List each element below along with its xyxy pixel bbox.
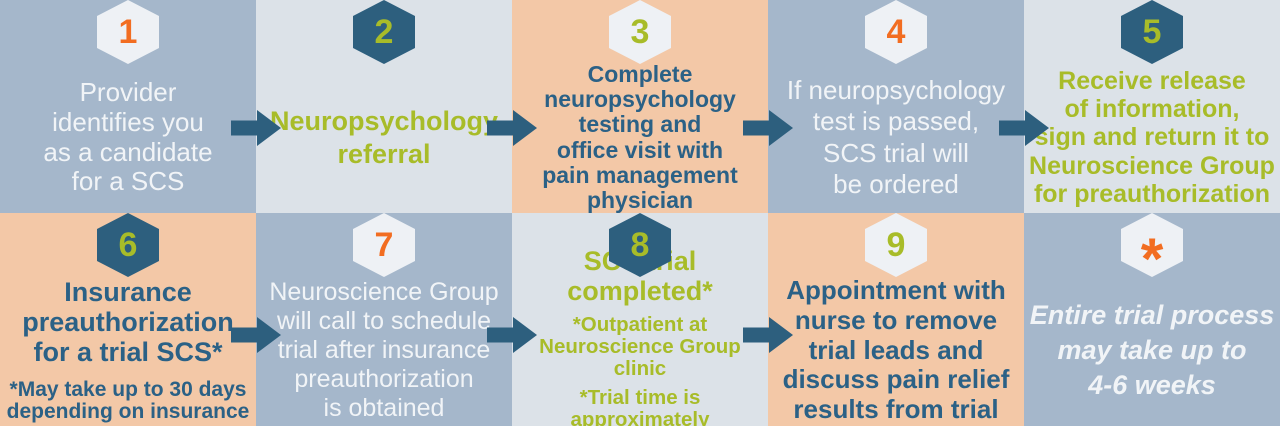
step-5-number: 5 [1142, 13, 1162, 51]
step-4-hexagon: 4 [865, 0, 927, 64]
step-4-number: 4 [886, 13, 906, 51]
step-3-number: 3 [630, 13, 650, 51]
asterisk-icon: * [1140, 227, 1164, 292]
step-2-hexagon: 2 [353, 0, 415, 64]
step-5-hexagon: 5 [1121, 0, 1183, 64]
step-8-number: 8 [630, 226, 650, 264]
step-asterisk-hexagon: * [1121, 213, 1183, 277]
step-1-number: 1 [118, 13, 138, 51]
step-6-number: 6 [118, 226, 138, 264]
step-7-number: 7 [374, 226, 394, 264]
step-3-hexagon: 3 [609, 0, 671, 64]
step-9-hexagon: 9 [865, 213, 927, 277]
step-1-hexagon: 1 [97, 0, 159, 64]
step-9-number: 9 [886, 226, 906, 264]
step-7-hexagon: 7 [353, 213, 415, 277]
step-6-hexagon: 6 [97, 213, 159, 277]
step-8-footnote-trial-time: *Trial time is approximately45 minutes-1… [570, 386, 710, 426]
step-2-number: 2 [374, 13, 394, 51]
